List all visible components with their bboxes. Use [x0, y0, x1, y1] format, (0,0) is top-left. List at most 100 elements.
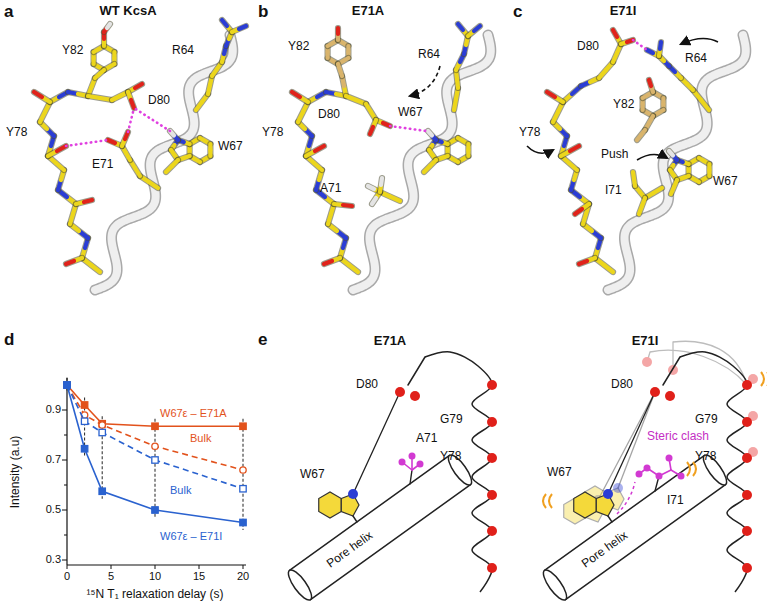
motion-arrow [527, 146, 553, 153]
e71a-schematic [285, 352, 497, 603]
helix-cylinder [544, 455, 725, 599]
bond-outline [70, 224, 88, 238]
x-tick [199, 565, 200, 569]
bond-outline [58, 190, 76, 204]
residue-label: W67 [547, 466, 572, 480]
bond [442, 156, 448, 158]
bond [683, 176, 689, 178]
data-marker [152, 457, 158, 463]
data-marker [64, 382, 70, 388]
clash-mark [617, 482, 635, 514]
residue-label: D80 [148, 94, 170, 108]
ghost-loop [673, 341, 747, 385]
bond [547, 92, 555, 97]
residue-label: I71 [605, 184, 622, 198]
x-tick [155, 565, 156, 569]
y-tick [64, 435, 67, 436]
bond-outline [561, 146, 579, 156]
hydrogen-bond [633, 40, 647, 50]
bond [372, 198, 376, 204]
i71-atom [644, 465, 651, 472]
carbonyl-oxygen [742, 490, 752, 500]
motion-mark [687, 462, 690, 476]
residue-label: Y78 [440, 450, 461, 464]
axis-title: ¹⁵N T₁ relaxation delay (s) [87, 588, 224, 602]
residue-label: Y78 [262, 126, 283, 140]
data-marker [64, 382, 70, 388]
data-marker [152, 443, 158, 449]
bond-outline [547, 92, 563, 102]
series-label: W67ε – E71A [160, 407, 227, 420]
bond [368, 186, 374, 189]
data-marker [240, 519, 246, 525]
bond [649, 80, 651, 86]
bond-outline [207, 144, 213, 156]
bond [669, 151, 673, 156]
helix-ribbon [95, 35, 233, 290]
data-marker [64, 382, 70, 388]
annotation-label: Steric clash [647, 430, 709, 444]
e71i-structure [527, 30, 746, 290]
residue-label: D80 [577, 40, 599, 54]
ghost-oxygen [642, 357, 652, 367]
cylinder-end [285, 567, 316, 603]
bond [613, 30, 617, 37]
data-marker [152, 507, 158, 513]
residue-label: A71 [320, 182, 341, 196]
bond [131, 100, 134, 108]
x-tick [67, 565, 68, 569]
bond-outline [70, 204, 76, 224]
residue-label: R64 [172, 44, 194, 58]
hydrogen-bond [134, 108, 170, 131]
motion-arrow [637, 154, 667, 160]
residue-label: Y82 [288, 40, 309, 54]
bond-outline [48, 146, 66, 156]
bond [660, 42, 661, 49]
data-marker [240, 423, 246, 429]
bond [647, 50, 653, 53]
cylinder-end [540, 567, 571, 603]
bond-outline [170, 131, 178, 140]
bond-outline [340, 258, 358, 272]
bond [239, 26, 246, 29]
e71i-schematic [540, 341, 767, 603]
bond-outline [671, 180, 677, 194]
bond [84, 200, 92, 202]
bond [428, 131, 432, 136]
data-line [67, 385, 243, 489]
y-tick [62, 460, 67, 461]
bond-outline [454, 88, 458, 110]
bond-outline [595, 238, 601, 258]
helix-ribbon-edge [608, 35, 746, 290]
x-axis [67, 564, 246, 565]
series-label: Bulk [190, 432, 211, 445]
bond [458, 24, 463, 30]
data-marker [99, 488, 105, 494]
relaxation-plot [62, 378, 246, 570]
residue-label: Y82 [62, 44, 83, 58]
bond [184, 156, 190, 158]
bond [107, 24, 110, 28]
residue-label: D80 [611, 378, 633, 392]
bond-outline [95, 70, 104, 78]
bond-outline [428, 131, 436, 140]
helix-ribbon-edge [353, 35, 491, 290]
residue-label: W67 [713, 175, 738, 189]
bond-outline [34, 92, 50, 102]
wt-structure [34, 20, 246, 290]
residue-label: I71 [667, 494, 684, 508]
indole-nitrogen [603, 489, 613, 499]
bond-outline [575, 204, 589, 214]
residue-label: A71 [416, 432, 437, 446]
ghost-loop [650, 350, 747, 385]
residue-label: Y82 [613, 98, 634, 112]
bond [474, 26, 480, 31]
axis-title: Intensity (a.u) [9, 436, 23, 509]
d80-stem [408, 357, 425, 385]
backbone-loop [425, 352, 492, 592]
data-marker [240, 486, 246, 492]
data-marker [99, 422, 105, 428]
bond-outline [659, 42, 661, 56]
bond-outline [306, 146, 324, 156]
